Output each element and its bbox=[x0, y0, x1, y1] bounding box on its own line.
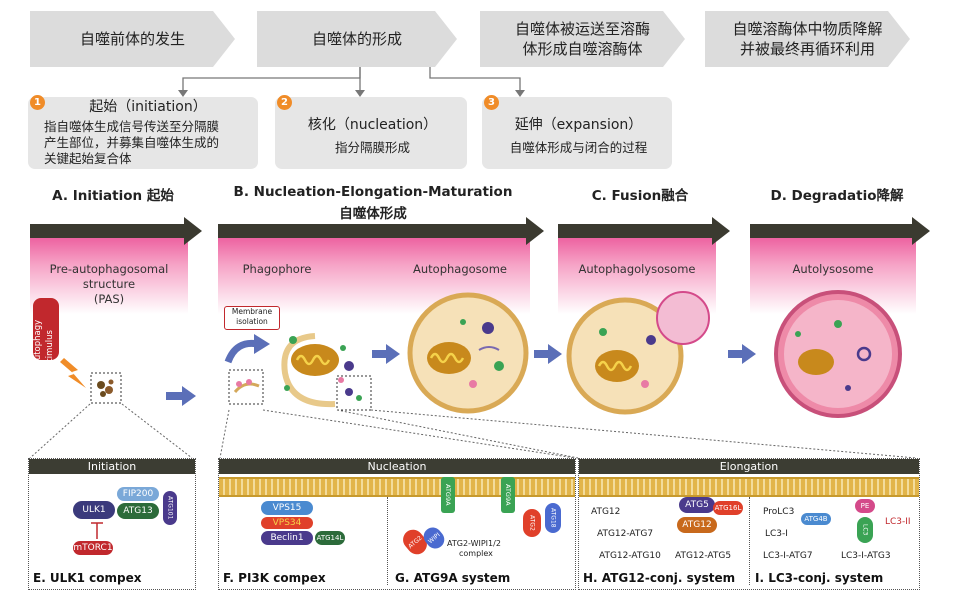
panel-i-label: I. LC3-conj. system bbox=[755, 571, 884, 585]
substep-3-line1: 自噬体形成与闭合的过程 bbox=[509, 140, 648, 155]
section-b-subtitle: 自噬体形成 bbox=[339, 206, 407, 222]
stage-pas-line3: (PAS) bbox=[93, 292, 125, 306]
label-atg12-atg10: ATG12-ATG10 bbox=[599, 551, 661, 561]
fg-divider bbox=[387, 497, 388, 585]
autophagosome-illustration bbox=[407, 292, 529, 414]
label-atg12: ATG12 bbox=[591, 507, 621, 517]
protein-pe: PE bbox=[855, 499, 875, 513]
panel-e-label: E. ULK1 compex bbox=[33, 571, 142, 585]
process-step-3: 自噬体被运送至溶酶体形成自噬溶酶体 bbox=[480, 11, 685, 67]
phagophore-illustration bbox=[228, 333, 372, 411]
protein-atg18: ATG18 bbox=[545, 503, 561, 533]
substep-1-number: 1 bbox=[30, 95, 45, 110]
substep-1-line3: 关键起始复合体 bbox=[44, 151, 132, 166]
label-lc3-atg7: LC3-I-ATG7 bbox=[763, 551, 813, 561]
substep-3-number: 3 bbox=[484, 95, 499, 110]
section-d-title: D. Degradatio降解 bbox=[770, 188, 904, 204]
panel-initiation-head: Initiation bbox=[29, 459, 195, 474]
substep-expansion-box bbox=[482, 97, 672, 169]
label-prolc3: ProLC3 bbox=[763, 507, 795, 517]
protein-fip200: FIP200 bbox=[117, 487, 159, 501]
label-lc3-ii: LC3-II bbox=[885, 517, 911, 527]
flow-arrows bbox=[166, 334, 756, 406]
process-step-3-line2: 体形成自噬溶酶体 bbox=[522, 40, 643, 58]
label-atg12-atg5: ATG12-ATG5 bbox=[675, 551, 732, 561]
hi-divider bbox=[749, 497, 750, 585]
protein-beclin1: Beclin1 bbox=[261, 531, 313, 545]
panel-nucleation: Nucleation VPS15 VPS34 Beclin1 ATG14L AT… bbox=[218, 458, 576, 590]
protein-atg2-right: ATG2 bbox=[523, 509, 541, 537]
pas-cluster bbox=[90, 372, 122, 404]
substep-3-title: 延伸（expansion） bbox=[514, 117, 643, 133]
substep-nucleation-box bbox=[275, 97, 467, 169]
panel-initiation: Initiation FIP200 ULK1 ATG13 ATG101 mTOR… bbox=[28, 458, 196, 590]
section-a-title: A. Initiation 起始 bbox=[52, 188, 174, 204]
elongation-membrane bbox=[579, 477, 919, 497]
protein-atg5: ATG5 bbox=[679, 497, 715, 513]
section-c-title: C. Fusion融合 bbox=[591, 188, 689, 204]
protein-vps15: VPS15 bbox=[261, 501, 313, 515]
panel-elongation-head: Elongation bbox=[579, 459, 919, 474]
protein-atg13: ATG13 bbox=[117, 503, 159, 519]
label-lc3-i: LC3-I bbox=[765, 529, 788, 539]
atg2-wipi-complex-line2: complex bbox=[459, 549, 493, 558]
inhibit-arrow bbox=[91, 522, 103, 539]
process-step-3-line1: 自噬体被运送至溶酶 bbox=[514, 20, 650, 38]
protein-atg9a-left: ATG9A bbox=[441, 477, 455, 513]
substep-1-line2: 产生部位，并募集自噬体生成的 bbox=[44, 135, 220, 150]
substep-1-title: 起始（initiation） bbox=[89, 99, 207, 115]
panel-f-label: F. PI3K compex bbox=[223, 571, 326, 585]
substep-initiation-box bbox=[28, 97, 258, 169]
protein-mtorc1: mTORC1 bbox=[73, 541, 113, 555]
autophagy-stimulus-badge bbox=[33, 298, 86, 388]
process-step-1-text: 自噬前体的发生 bbox=[79, 30, 185, 48]
protein-vps34: VPS34 bbox=[261, 517, 313, 529]
panel-elongation: Elongation ATG12 ATG12-ATG7 ATG12-ATG10 … bbox=[578, 458, 920, 590]
zoom-guide-lines bbox=[29, 403, 917, 459]
protein-atg14l: ATG14L bbox=[315, 531, 345, 545]
atg2-wipi-complex-line1: ATG2-WIPI1/2 bbox=[447, 539, 501, 548]
autophagolysosome-illustration bbox=[566, 291, 710, 415]
substep-2-number: 2 bbox=[277, 95, 292, 110]
nucleation-membrane bbox=[219, 477, 575, 497]
protein-atg4b: ATG4B bbox=[801, 513, 831, 525]
membrane-line2: isolation bbox=[236, 317, 268, 326]
process-step-1: 自噬前体的发生 bbox=[30, 11, 235, 67]
protein-lc3: LC3 bbox=[857, 517, 873, 543]
protein-atg12-complex: ATG12 bbox=[677, 517, 717, 533]
step-connector-arrows bbox=[178, 67, 525, 97]
process-step-4: 自噬溶酶体中物质降解并被最终再循环利用 bbox=[705, 11, 910, 67]
stage-autophagosome: Autophagosome bbox=[413, 262, 507, 276]
stage-pas-line1: Pre-autophagosomal bbox=[49, 262, 169, 276]
stage-pas-line2: structure bbox=[82, 277, 136, 291]
protein-atg16l: ATG16L bbox=[713, 501, 743, 515]
panel-h-label: H. ATG12-conj. system bbox=[583, 571, 736, 585]
band-initiation bbox=[30, 217, 202, 314]
substep-2-line1: 指分隔膜形成 bbox=[334, 140, 410, 155]
section-b-title: B. Nucleation-Elongation-Maturation bbox=[233, 184, 513, 200]
autolysosome-illustration bbox=[774, 290, 902, 418]
stage-autophagolysosome: Autophagolysosome bbox=[578, 262, 696, 276]
stage-phagophore: Phagophore bbox=[242, 262, 312, 276]
process-step-2-text: 自噬体的形成 bbox=[311, 30, 402, 48]
process-step-4-line2: 并被最终再循环利用 bbox=[739, 40, 875, 58]
process-step-4-line1: 自噬溶酶体中物质降解 bbox=[732, 20, 883, 38]
protein-atg9a-right: ATG9A bbox=[501, 477, 515, 513]
membrane-line1: Membrane bbox=[231, 307, 273, 316]
process-step-2: 自噬体的形成 bbox=[257, 11, 457, 67]
stage-autolysosome: Autolysosome bbox=[792, 262, 874, 276]
substep-1-line1: 指自噬体生成信号传送至分隔膜 bbox=[44, 119, 220, 134]
label-atg12-atg7: ATG12-ATG7 bbox=[597, 529, 654, 539]
protein-ulk1: ULK1 bbox=[73, 501, 115, 519]
substep-2-title: 核化（nucleation） bbox=[307, 117, 438, 133]
protein-atg101: ATG101 bbox=[163, 491, 177, 525]
panel-nucleation-head: Nucleation bbox=[219, 459, 575, 474]
label-lc3-atg3: LC3-I-ATG3 bbox=[841, 551, 891, 561]
panel-g-label: G. ATG9A system bbox=[395, 571, 511, 585]
